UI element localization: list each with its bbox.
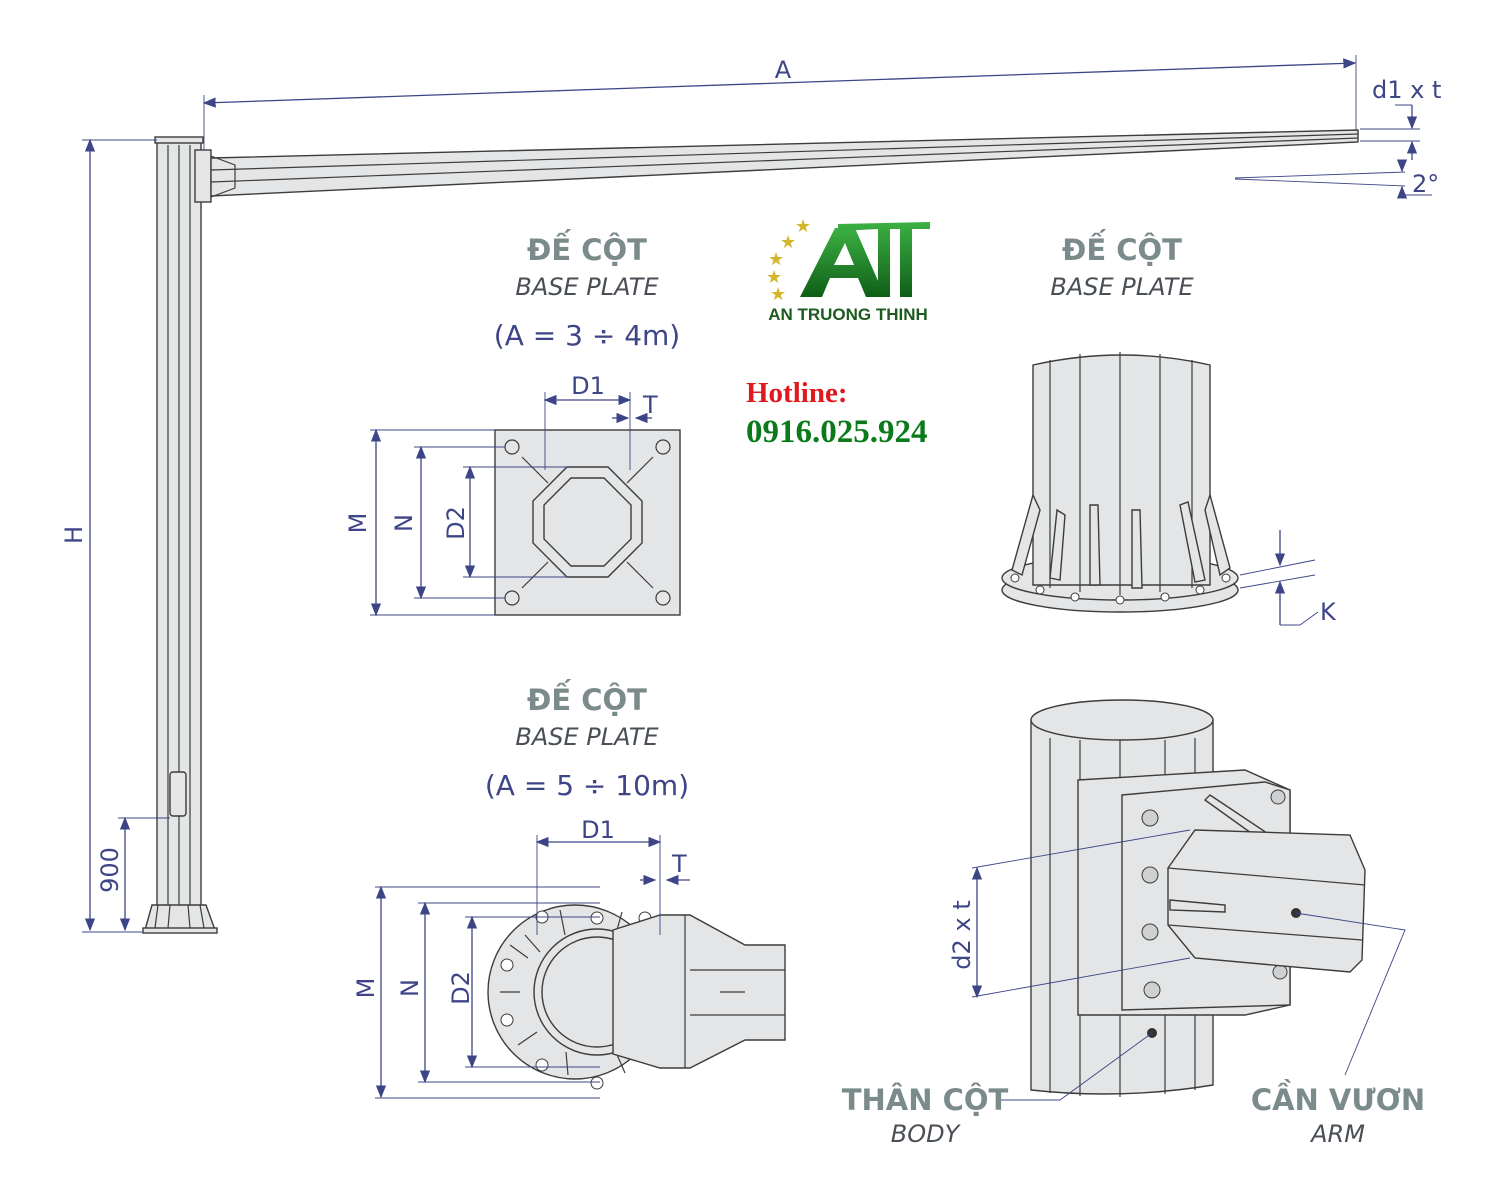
large-m-label: M	[352, 978, 380, 999]
height-h-label: H	[60, 526, 88, 544]
base-plate-small-range: (A = 3 ÷ 4m)	[494, 319, 680, 352]
base-plate-large-title-vi: ĐẾ CỘT	[527, 680, 647, 717]
hotline-phone: 0916.025.924	[746, 414, 928, 450]
large-n-label: N	[396, 979, 424, 997]
small-d2-label: D2	[442, 506, 470, 540]
base-plate-small: ĐẾ CỘT BASE PLATE (A = 3 ÷ 4m) D1 T M N …	[344, 230, 681, 617]
small-n-label: N	[390, 514, 418, 532]
arm-joint-detail: d2 x t THÂN CỘT BODY CẦN VƯƠN ARM	[842, 699, 1425, 1148]
small-d1-label: D1	[571, 372, 605, 400]
arm-label-vi: CẦN VƯƠN	[1251, 1080, 1425, 1117]
arm-angle-label: 2°	[1412, 170, 1439, 198]
svg-text:★: ★	[780, 232, 796, 252]
body-label-vi: THÂN CỘT	[842, 1083, 1009, 1117]
arm-base-size-label: d2 x t	[948, 900, 976, 969]
large-d2-label: D2	[447, 971, 475, 1005]
small-m-label: M	[344, 513, 372, 534]
pole-door	[169, 771, 187, 817]
body-label-en: BODY	[891, 1120, 962, 1148]
pole-arm	[194, 129, 1359, 203]
large-t-label: T	[671, 850, 687, 878]
hotline-label: Hotline:	[746, 377, 848, 409]
svg-text:★: ★	[795, 216, 811, 236]
base-plate-small-title-en: BASE PLATE	[515, 273, 659, 301]
thickness-k-label: K	[1320, 598, 1337, 626]
dimension-a-label: A	[775, 56, 792, 84]
base-plate-3d-title-en: BASE PLATE	[1050, 273, 1194, 301]
base-plate-large-title-en: BASE PLATE	[515, 723, 659, 751]
pole-shaft	[142, 136, 218, 934]
arm-label-en: ARM	[1309, 1120, 1365, 1148]
large-d1-label: D1	[581, 816, 615, 844]
logo-stars-icon: ★★ ★★ ★	[766, 216, 811, 304]
base-plate-large-range: (A = 5 ÷ 10m)	[485, 769, 689, 802]
logo-brand-text: AN TRUONG THINH	[768, 305, 928, 324]
tip-diameter-label: d1 x t	[1372, 76, 1441, 104]
base-plate-3d: ĐẾ CỘT BASE PLATE K	[1001, 230, 1337, 626]
company-logo: ★★ ★★ ★ AN TRUONG THINH	[766, 216, 930, 324]
door-height-label: 900	[96, 847, 124, 893]
small-t-label: T	[642, 391, 658, 419]
svg-text:★: ★	[766, 267, 782, 287]
base-plate-small-title-vi: ĐẾ CỘT	[527, 230, 647, 267]
base-plate-large: ĐẾ CỘT BASE PLATE (A = 5 ÷ 10m) D1 T M	[352, 680, 786, 1099]
svg-text:★: ★	[770, 284, 786, 304]
base-plate-3d-title-vi: ĐẾ CỘT	[1062, 230, 1182, 267]
pole-elevation: A d1 x t 2° H 900	[60, 55, 1441, 934]
svg-text:★: ★	[768, 249, 784, 269]
